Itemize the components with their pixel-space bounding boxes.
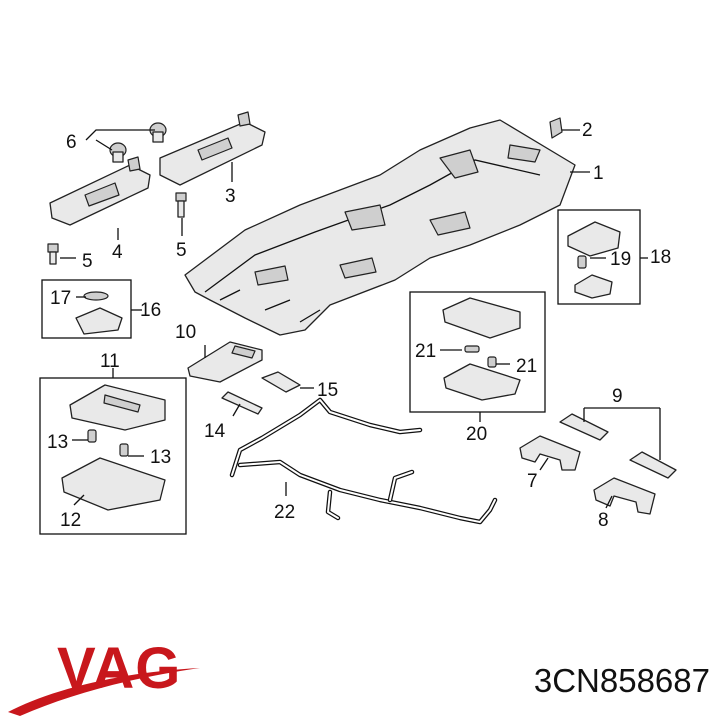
callout-15: 15 bbox=[317, 380, 338, 401]
callout-18: 18 bbox=[650, 247, 671, 268]
callout-16: 16 bbox=[140, 300, 161, 321]
brand-logo: VAG bbox=[57, 636, 182, 701]
callout-1: 1 bbox=[593, 163, 604, 184]
console-20 bbox=[442, 297, 521, 401]
callout-10: 10 bbox=[175, 322, 196, 343]
callout-4: 4 bbox=[112, 242, 123, 263]
box-18 bbox=[557, 209, 641, 305]
strip-14 bbox=[221, 391, 263, 415]
headliner bbox=[184, 119, 576, 336]
callout-21-left: 21 bbox=[415, 341, 436, 362]
callout-5-upper: 5 bbox=[176, 240, 187, 261]
lens-15 bbox=[261, 371, 301, 393]
callout-22: 22 bbox=[274, 502, 295, 523]
brand-swoosh bbox=[8, 668, 200, 716]
callout-2: 2 bbox=[582, 120, 593, 141]
callout-8: 8 bbox=[598, 510, 609, 531]
bracket-2 bbox=[549, 117, 563, 139]
callout-11: 11 bbox=[100, 351, 120, 372]
grab-handle-7 bbox=[519, 435, 581, 471]
bracket-9a bbox=[559, 413, 609, 441]
sun-visor-left bbox=[49, 156, 151, 226]
callout-17: 17 bbox=[50, 288, 71, 309]
callout-20: 20 bbox=[466, 424, 487, 445]
sun-visor-right bbox=[159, 111, 266, 186]
bracket-9b bbox=[629, 451, 677, 479]
lamp-16 bbox=[75, 291, 123, 335]
callout-3: 3 bbox=[225, 186, 236, 207]
callout-14: 14 bbox=[204, 421, 226, 442]
callout-6: 6 bbox=[66, 132, 77, 153]
callout-13-left: 13 bbox=[47, 432, 68, 453]
callout-21-right: 21 bbox=[516, 356, 537, 377]
leader-lines bbox=[60, 129, 661, 509]
switch-18 bbox=[567, 221, 621, 299]
part-number: 3CN858687 bbox=[533, 662, 710, 699]
grab-handle-8 bbox=[593, 477, 656, 515]
console-11 bbox=[61, 384, 166, 511]
callout-5-lower: 5 bbox=[82, 251, 93, 272]
callout-12: 12 bbox=[60, 510, 81, 531]
lamp-10 bbox=[187, 341, 263, 383]
exploded-view-diagram: 6 2 1 3 4 5 5 17 16 10 11 15 14 13 13 12… bbox=[39, 111, 677, 535]
callout-13-right: 13 bbox=[150, 447, 171, 468]
visor-clips bbox=[109, 122, 167, 163]
screw-5b bbox=[47, 243, 59, 265]
wiring-harness bbox=[229, 397, 498, 525]
screw-5a bbox=[175, 192, 187, 218]
callout-7: 7 bbox=[527, 471, 538, 492]
callout-19: 19 bbox=[610, 249, 631, 270]
box-20 bbox=[409, 291, 546, 413]
box-16 bbox=[41, 279, 132, 339]
callout-9: 9 bbox=[612, 386, 623, 407]
